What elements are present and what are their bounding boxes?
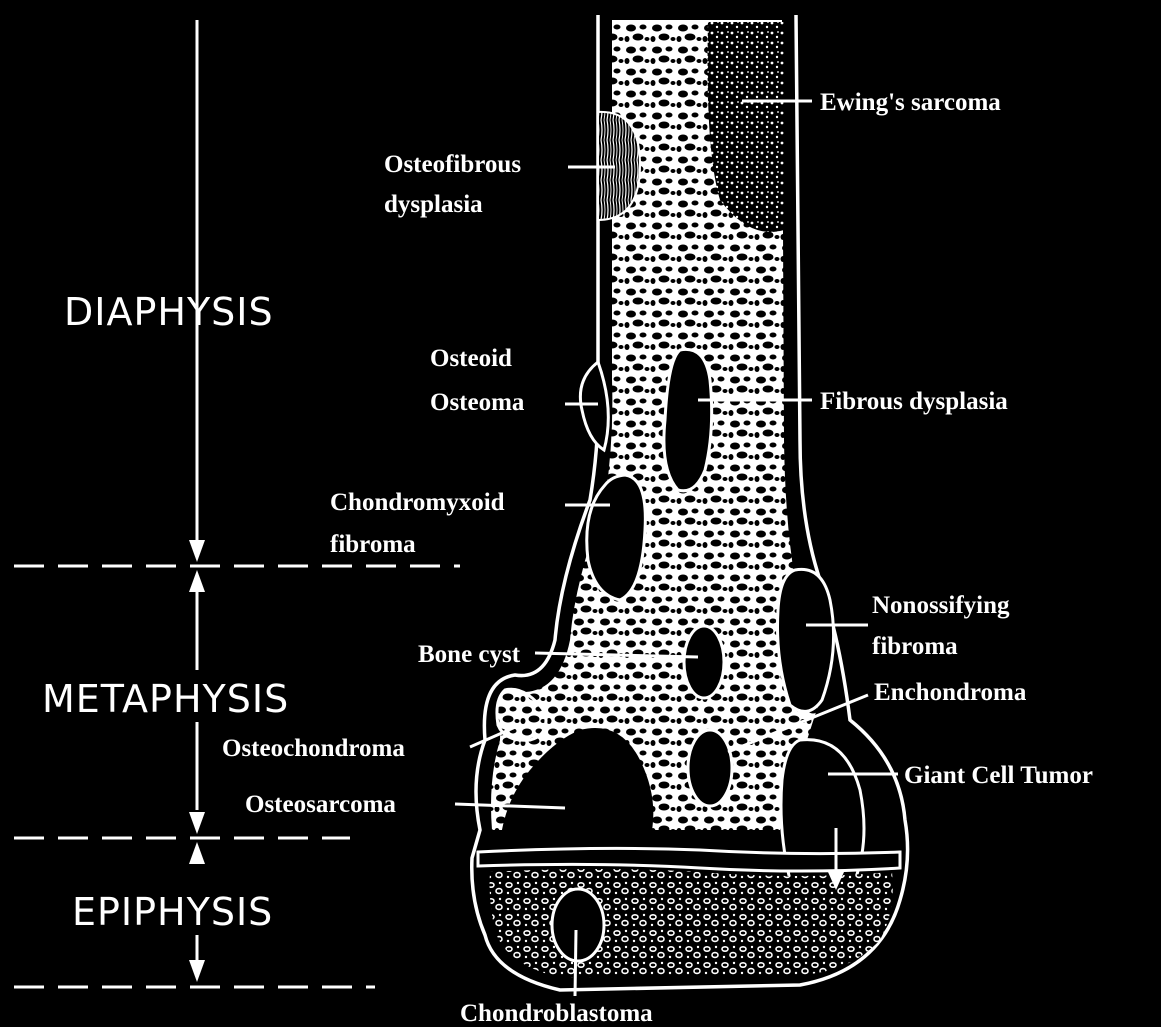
label-osteofibrous-dysplasia-line2: dysplasia bbox=[384, 191, 483, 218]
label-giant-cell-tumor: Giant Cell Tumor bbox=[904, 762, 1093, 789]
label-fibrous-dysplasia: Fibrous dysplasia bbox=[820, 388, 1008, 415]
chondroblastoma-leader bbox=[575, 930, 576, 996]
label-osteoid-osteoma-line2: Osteoma bbox=[430, 389, 525, 416]
label-osteosarcoma: Osteosarcoma bbox=[245, 791, 396, 818]
label-bone-cyst: Bone cyst bbox=[418, 641, 521, 668]
region-label-metaphysis: METAPHYSIS bbox=[42, 677, 289, 721]
epiphysis-trabecular-bone bbox=[490, 869, 893, 978]
region-label-epiphysis: EPIPHYSIS bbox=[72, 890, 273, 934]
label-ewings-sarcoma: Ewing's sarcoma bbox=[820, 89, 1001, 116]
diaphysis-arrow-head bbox=[189, 540, 205, 562]
label-nonossifying-fibroma-line2: fibroma bbox=[872, 633, 958, 660]
enchondroma-lesion bbox=[688, 730, 732, 806]
bone-cyst-lesion bbox=[684, 626, 724, 698]
label-chondromyxoid-fibroma-line1: Chondromyxoid bbox=[330, 489, 505, 516]
metaphysis-bottom-arrow-head bbox=[189, 812, 205, 834]
nonossifying-fibroma-lesion bbox=[778, 569, 834, 711]
label-nonossifying-fibroma-line1: Nonossifying bbox=[872, 592, 1010, 619]
fibrous-dysplasia-lesion bbox=[664, 349, 712, 490]
epiphysis-top-arrow-head bbox=[189, 842, 205, 864]
chondroblastoma-lesion bbox=[552, 889, 604, 961]
femur-illustration bbox=[472, 15, 908, 990]
label-osteochondroma: Osteochondroma bbox=[222, 735, 405, 762]
epiphysis-bottom-arrow-head bbox=[189, 960, 205, 982]
label-osteofibrous-dysplasia-line1: Osteofibrous bbox=[384, 151, 521, 178]
metaphysis-top-arrow-head bbox=[189, 570, 205, 592]
label-osteoid-osteoma-line1: Osteoid bbox=[430, 345, 512, 372]
region-label-diaphysis: DIAPHYSIS bbox=[64, 290, 274, 334]
label-chondromyxoid-fibroma-line2: fibroma bbox=[330, 531, 416, 558]
label-enchondroma: Enchondroma bbox=[874, 679, 1027, 706]
label-chondroblastoma: Chondroblastoma bbox=[460, 1000, 653, 1027]
